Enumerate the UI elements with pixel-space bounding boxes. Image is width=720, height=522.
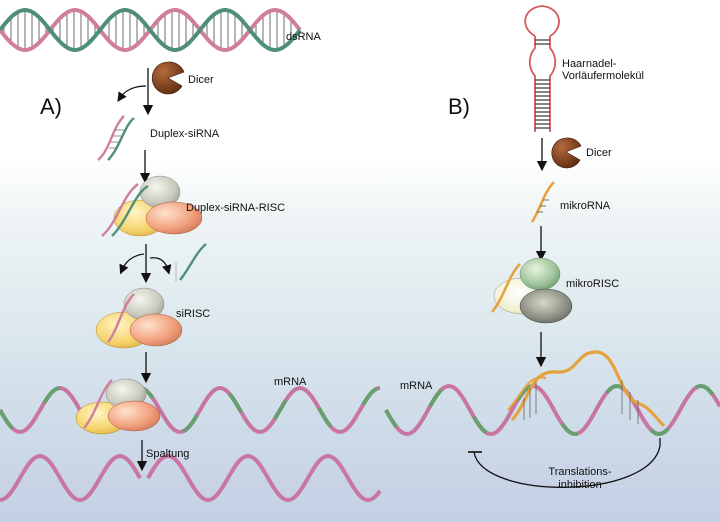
sirisc-label: siRISC [176,308,211,320]
mrna-strand-b [384,384,720,436]
panel-a-letter: A) [40,94,62,119]
released-strand [179,243,207,281]
precursor-label-line1: Haarnadel- [562,58,617,70]
mrna-label-a: mRNA [274,376,307,388]
mrna-label-b: mRNA [400,380,433,392]
inhibition-bracket [473,445,661,488]
dicer-icon-a [151,61,185,95]
dicer-side-arrow [117,85,147,102]
duplex-risc-complex [101,175,203,237]
mrna-strand-a [0,385,381,435]
duplex-sirna-label: Duplex-siRNA [150,128,220,140]
panel-b-letter: B) [448,94,470,119]
inhibition-label-line2: inhibition [558,479,602,491]
cleaved-mrna [0,453,382,503]
release-arrow-right [149,257,172,275]
hairpin-precursor [524,5,560,132]
inhibition-label-line1: Translations- [548,466,612,478]
dsrna-label: dsRNA [286,31,321,43]
spaltung-label: Spaltung [146,448,190,460]
duplex-sirna-icon [97,115,135,161]
dsrna-helix [0,8,302,52]
dicer-label-b: Dicer [586,147,612,159]
release-arrow-left [119,253,145,275]
mirisc-complex [490,257,573,324]
mirna-label: mikroRNA [560,200,611,212]
mirna-binding [507,350,666,428]
mrna-bound-risc [75,378,161,435]
precursor-label-line2: Vorläufermolekül [562,70,644,82]
dicer-label-a: Dicer [188,74,214,86]
sirisc-complex [95,287,183,349]
mirisc-label: mikroRISC [566,278,620,290]
dicer-icon-b [551,137,582,169]
duplex-risc-label: Duplex-siRNA-RISC [186,202,286,214]
mirna-icon [530,181,555,223]
